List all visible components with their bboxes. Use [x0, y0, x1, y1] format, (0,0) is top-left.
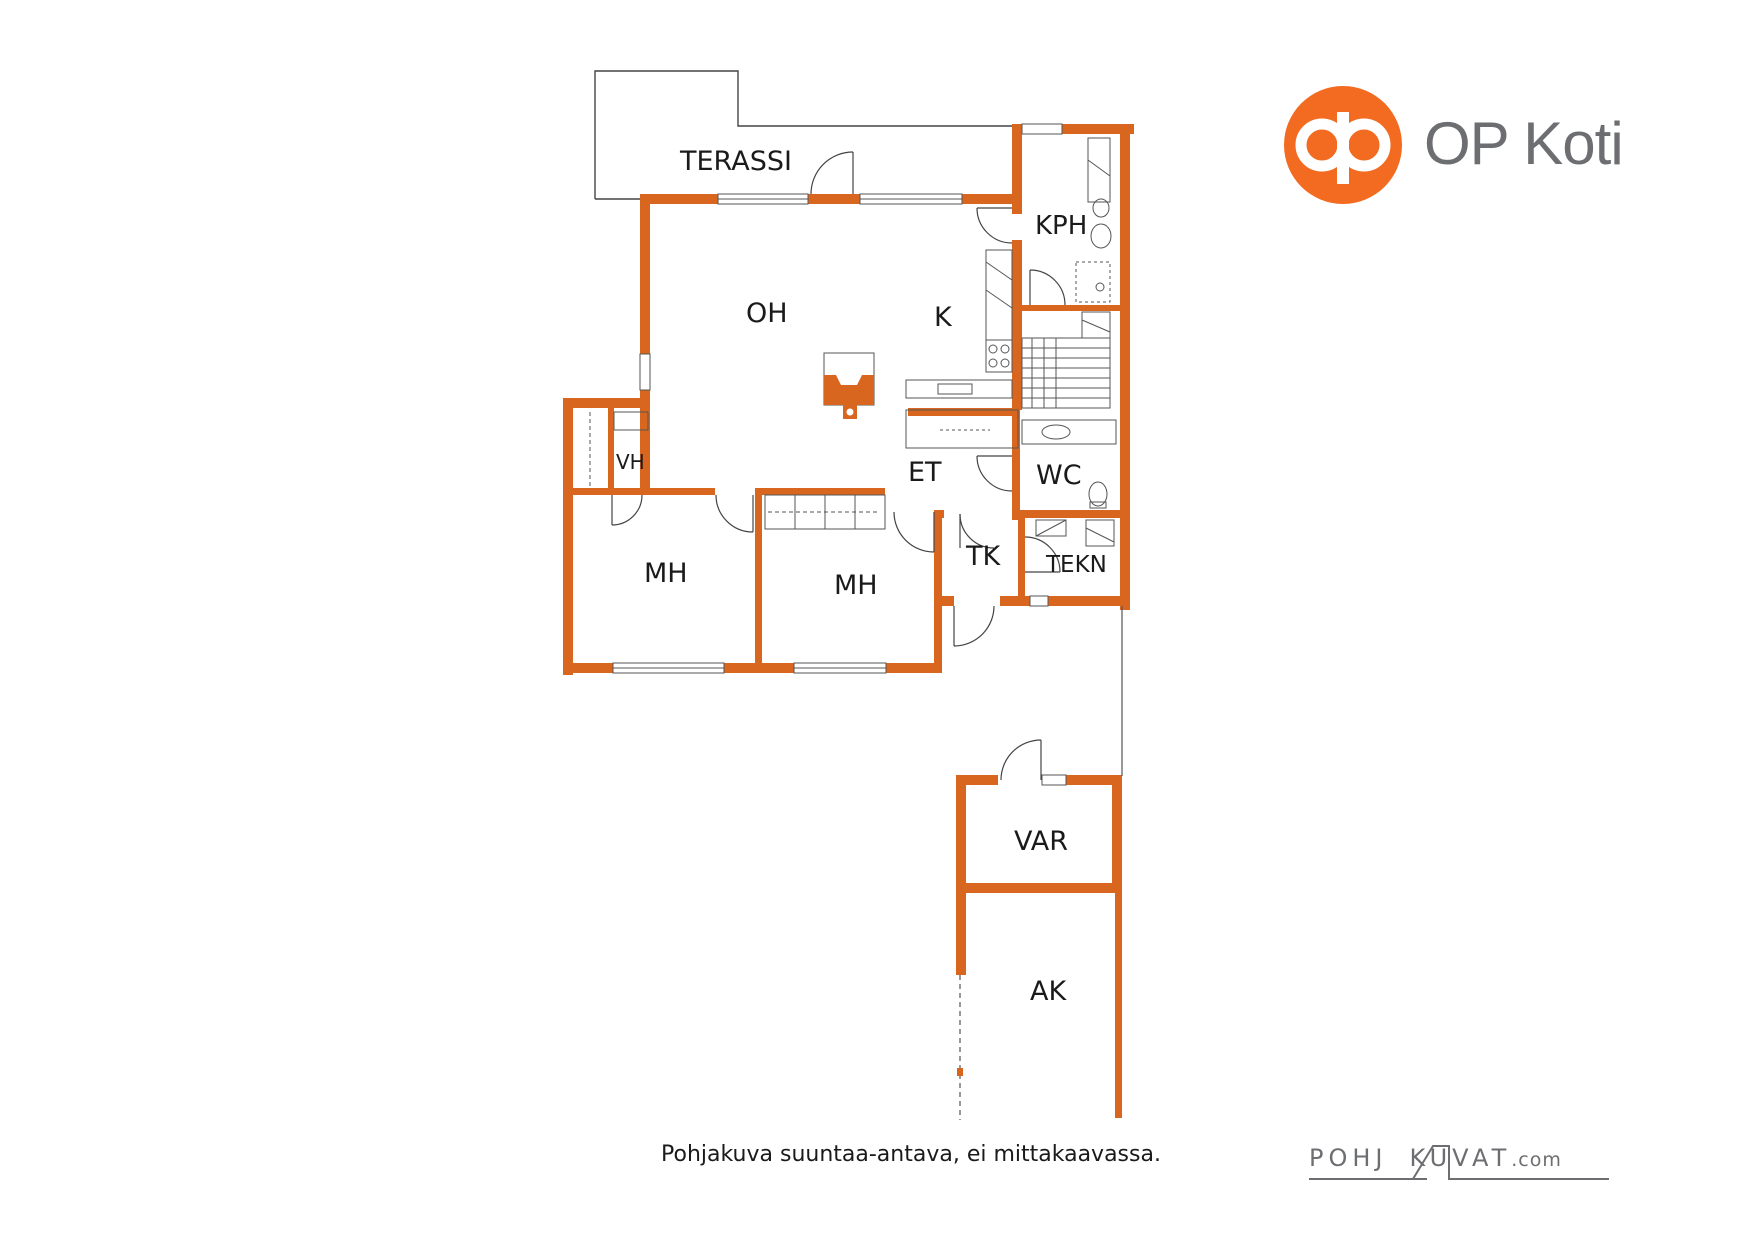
pohjakuvat-logo	[1309, 1145, 1609, 1180]
pohjakuvat-suffix: .com	[1511, 1149, 1562, 1171]
walls	[563, 124, 1134, 1118]
fireplace	[823, 352, 875, 419]
wardrobes	[589, 411, 886, 530]
pohjakuvat-left: POHJ	[1309, 1144, 1388, 1172]
room-label-tekn: TEKN	[1045, 552, 1107, 578]
room-label-mh-1: MH	[644, 558, 688, 589]
pohjakuvat-right: KUVAT	[1409, 1144, 1512, 1172]
room-label-et: ET	[908, 457, 942, 488]
room-label-tk: TK	[965, 541, 1001, 572]
room-label-oh: OH	[746, 298, 788, 329]
terrace-outline	[594, 70, 1012, 200]
room-label-terassi: TERASSI	[679, 146, 792, 177]
op-koti-logo	[1282, 84, 1622, 206]
op-logo-icon	[1284, 86, 1402, 204]
carport-post	[957, 1068, 963, 1076]
room-label-mh-2: MH	[834, 570, 878, 601]
room-label-k: K	[934, 302, 953, 333]
kitchen-fixtures	[905, 249, 1019, 449]
disclaimer-note: Pohjakuva suuntaa-antava, ei mittakaavas…	[661, 1142, 1161, 1167]
room-label-vh: VH	[616, 450, 645, 474]
pohjakuvat-wordmark: POHJ KUVAT.com	[1309, 1144, 1562, 1172]
brand-name: OP Koti	[1424, 110, 1624, 177]
room-label-kph: KPH	[1035, 211, 1087, 241]
bathroom-fixtures	[1021, 137, 1117, 547]
stairs	[1021, 311, 1111, 409]
room-labels: TERASSI KPH OH K VH ET WC MH MH TK TEKN …	[616, 146, 1107, 1007]
room-label-var: VAR	[1014, 826, 1068, 857]
doors	[611, 151, 1066, 781]
room-label-wc: WC	[1036, 460, 1082, 491]
windows	[612, 123, 1067, 786]
room-label-ak: AK	[1030, 976, 1067, 1007]
